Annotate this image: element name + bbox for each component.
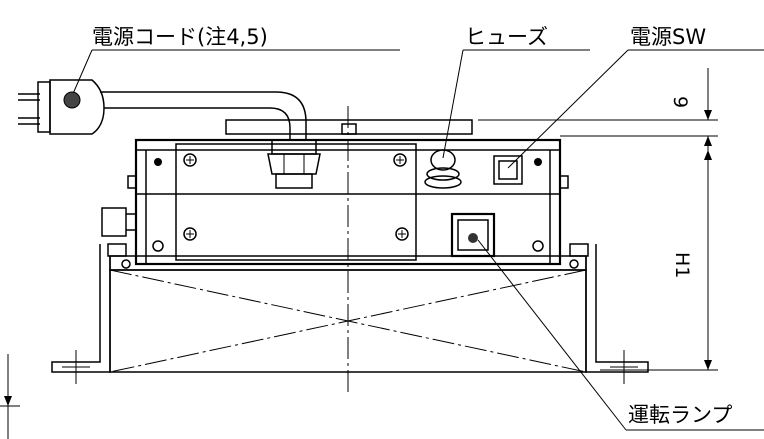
bracket-screw-icon <box>569 259 579 269</box>
dimension-h1-label: H1 <box>671 252 693 278</box>
cover-screw-icon <box>183 153 197 167</box>
arrow-up-9 <box>704 136 712 146</box>
lamp-indicator-icon <box>468 233 478 243</box>
leader-run-lamp <box>477 239 627 431</box>
switch-rocker <box>498 160 518 180</box>
top-plate <box>225 119 473 135</box>
front-cover-plate <box>175 143 417 261</box>
fuse-ring-base <box>424 175 462 189</box>
label-fuse-group: ヒューズ <box>442 25 590 159</box>
arrow-down-9 <box>704 110 712 120</box>
label-power-switch-group: 電源SW <box>507 25 764 169</box>
plug-mark-icon <box>63 91 81 109</box>
bracket-tab-left <box>107 243 127 257</box>
cord-outline-lower <box>104 107 291 140</box>
cover-screw-cross <box>396 156 404 164</box>
leader-power-switch <box>507 49 629 169</box>
cover-screw-icon <box>183 227 197 241</box>
cover-screw-cross <box>398 230 406 238</box>
cover-screw-cross <box>186 156 194 164</box>
partial-dim-arrow <box>4 396 12 406</box>
housing-screw-icon <box>152 240 164 252</box>
dimension-9-label: 9 <box>669 96 691 108</box>
power-switch <box>493 155 523 185</box>
gland-body <box>275 173 313 189</box>
fuse-ring <box>426 167 460 181</box>
run-lamp <box>450 212 496 258</box>
top-screw-head <box>341 123 357 135</box>
plug-body <box>49 79 105 135</box>
switch-frame <box>493 155 523 185</box>
cord-outline-upper <box>100 91 307 140</box>
side-clip-left <box>127 175 137 189</box>
label-run-lamp-group: 運転ランプ <box>477 239 764 431</box>
bracket-left-leg <box>51 244 111 373</box>
leader-fuse <box>442 49 464 159</box>
dimension-height: H1 <box>600 150 718 371</box>
cable-gland <box>267 139 321 189</box>
lamp-window <box>457 219 489 251</box>
fuse-cap <box>430 149 456 171</box>
bracket-right-leg <box>585 244 649 373</box>
cover-plate-outline <box>175 143 417 261</box>
cover-screw-cross <box>186 230 194 238</box>
label-power-cord-group: 電源コード(注4,5) <box>71 25 400 97</box>
arrow-up-h1 <box>704 150 712 160</box>
label-run-lamp: 運転ランプ <box>628 403 732 427</box>
partial-dimension-left <box>0 354 20 439</box>
cover-screw-icon <box>393 153 407 167</box>
side-knob <box>101 207 127 237</box>
cover-screw-icon <box>395 227 409 241</box>
bracket-screw-icon <box>121 259 131 269</box>
main-housing <box>101 138 569 266</box>
label-fuse: ヒューズ <box>465 25 548 49</box>
label-power-switch: 電源SW <box>630 25 706 49</box>
dimension-top-gap: 9 <box>478 68 718 150</box>
housing-screw-icon <box>532 240 544 252</box>
gland-cap <box>271 139 317 155</box>
power-plug <box>18 79 105 135</box>
power-cord <box>100 91 307 140</box>
fuse-holder <box>424 149 462 189</box>
housing-screw-icon <box>154 158 162 166</box>
leader-power-cord <box>71 49 93 97</box>
bracket-tab-right <box>569 243 589 257</box>
label-power-cord: 電源コード(注4,5) <box>92 25 268 49</box>
arrow-down-h1 <box>704 360 712 370</box>
housing-screw-icon <box>534 158 542 166</box>
side-clip-right <box>559 175 569 189</box>
gland-nut <box>267 153 321 175</box>
